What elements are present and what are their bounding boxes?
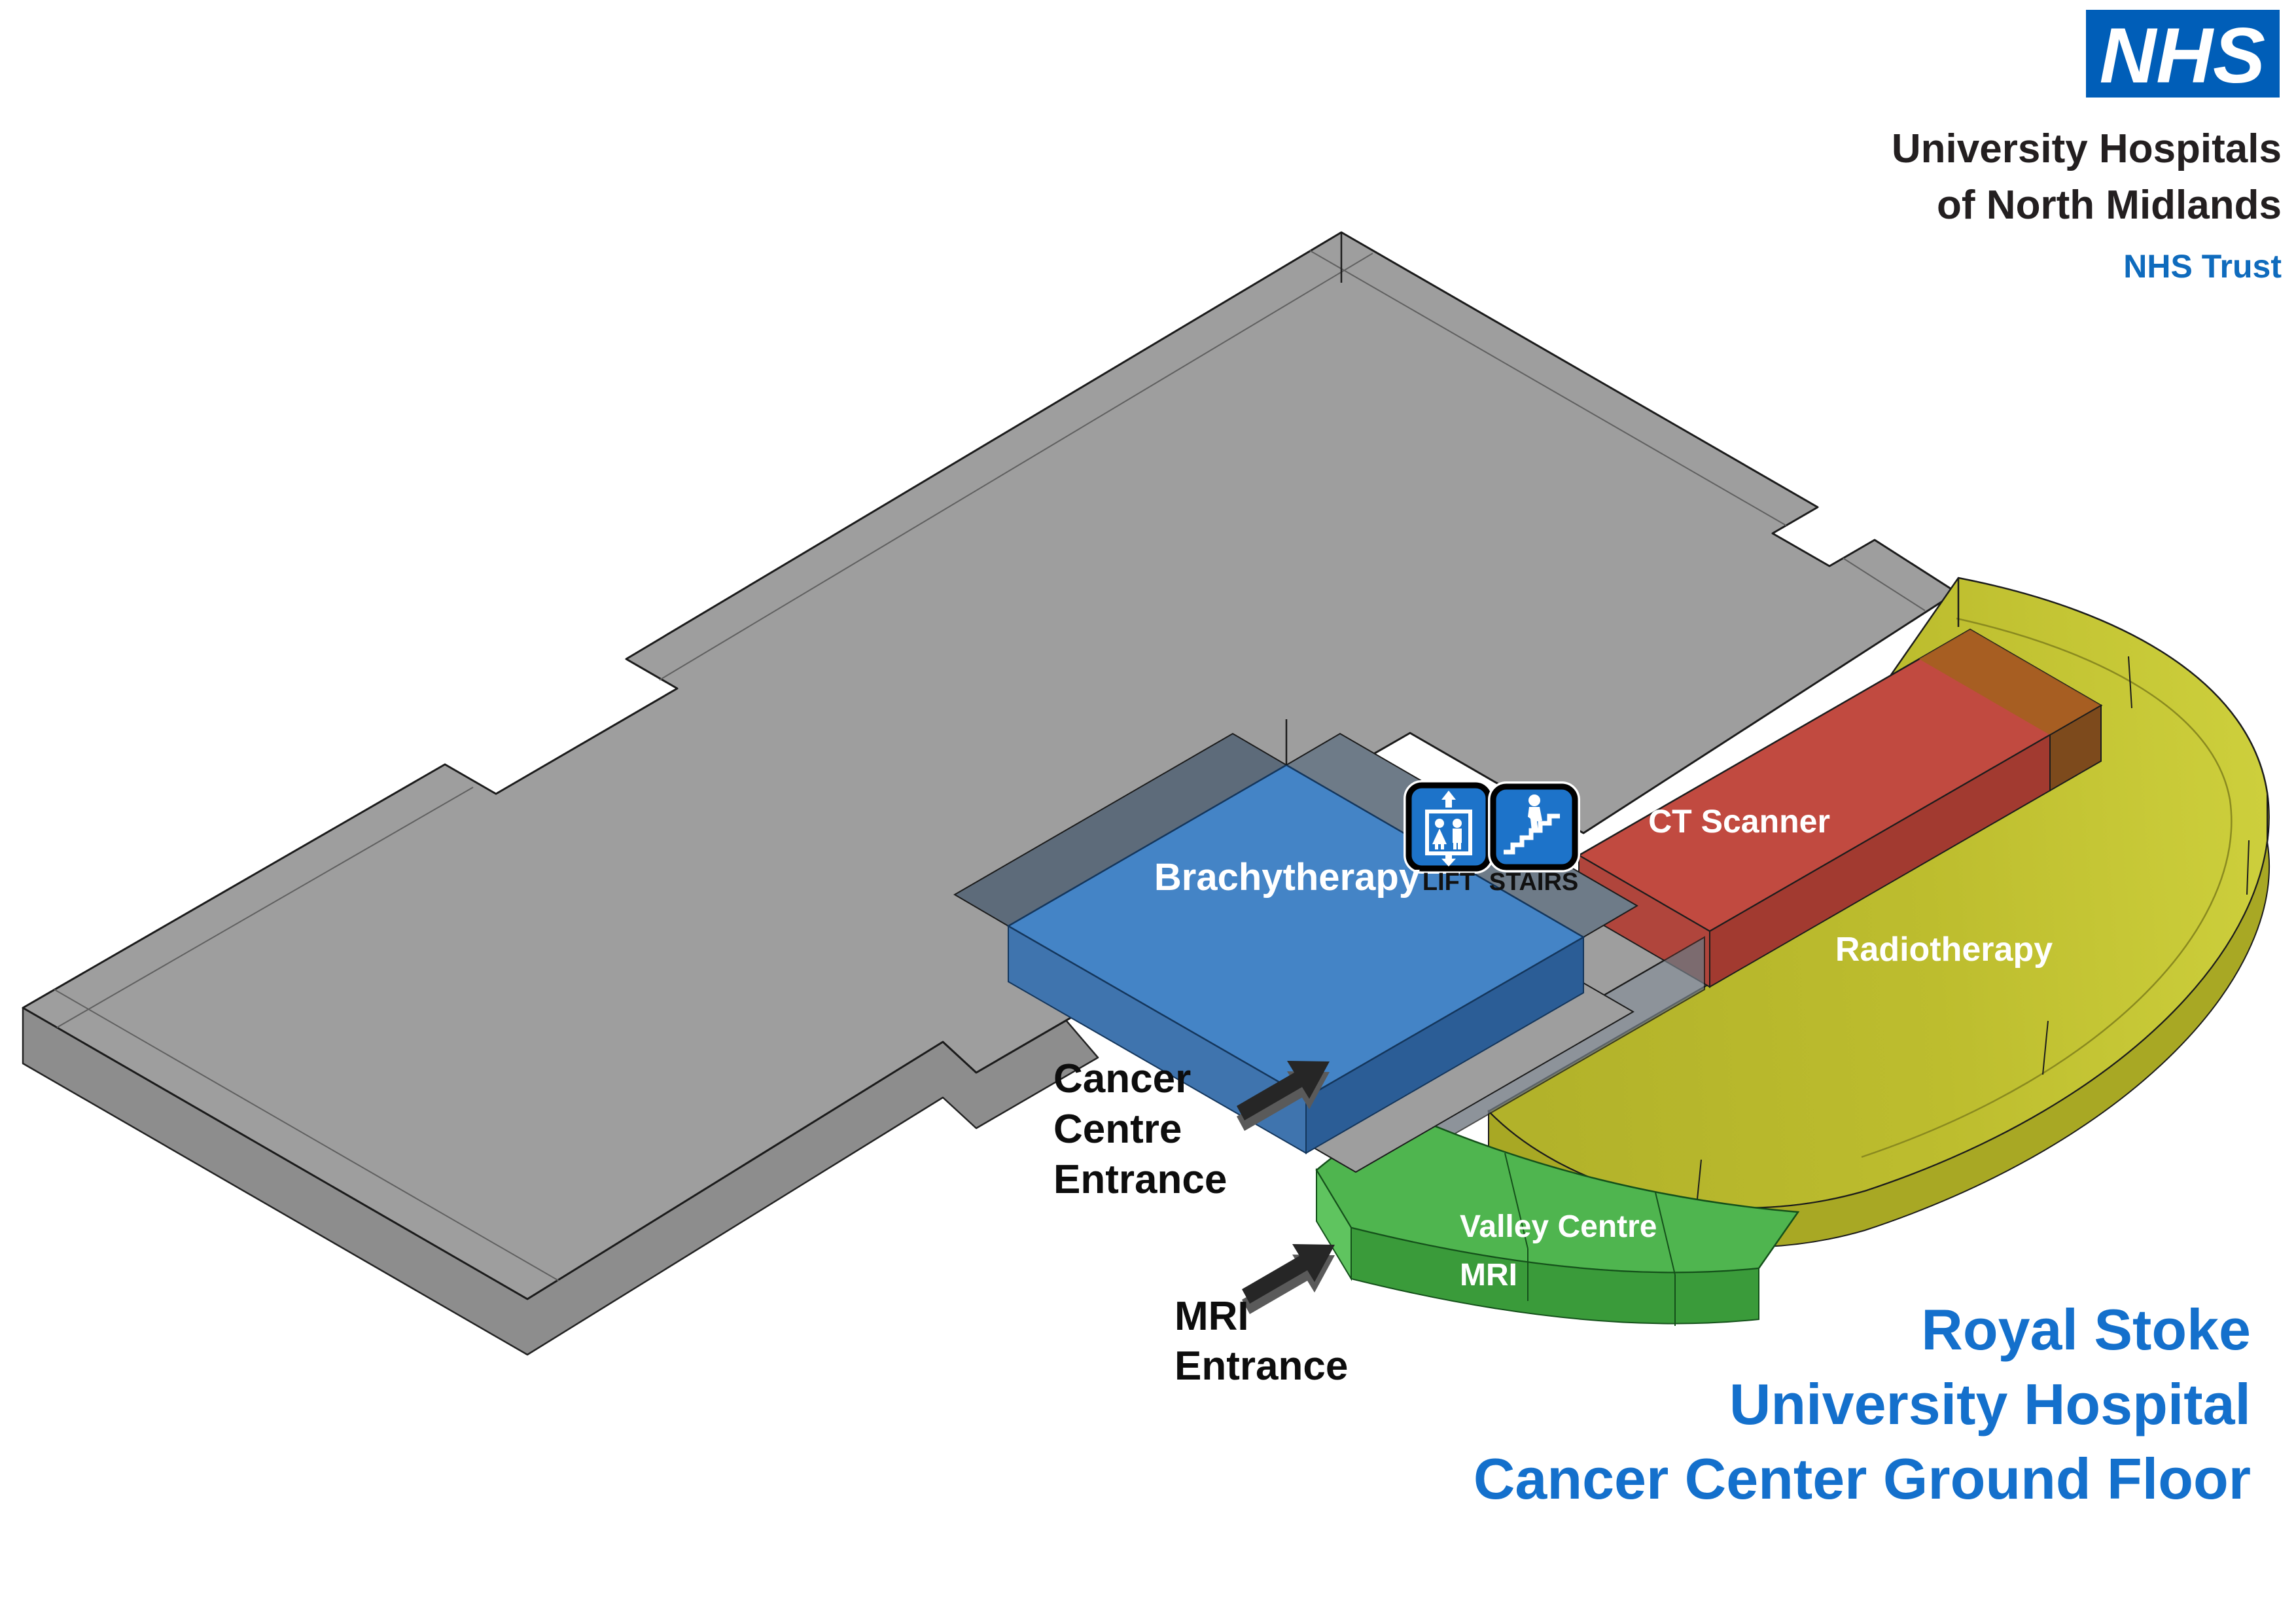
mri-front-wall	[1351, 1226, 1759, 1325]
title-line3: Cancer Center Ground Floor	[1474, 1446, 2251, 1511]
ct-scanner-label: CT Scanner	[1648, 803, 1830, 840]
stairs-sign	[1488, 781, 1580, 872]
cancer-entrance-arrow	[1237, 1061, 1330, 1131]
org-name-line1: University Hospitals	[1892, 126, 2282, 171]
lift-sign	[1404, 780, 1494, 874]
lift-pictogram	[1425, 791, 1472, 866]
stairs-label: STAIRS	[1489, 868, 1579, 896]
nhs-logo-block: NHS University Hospitals of North Midlan…	[1892, 10, 2282, 285]
lift-label: LIFT	[1422, 868, 1475, 896]
title-line1: Royal Stoke	[1921, 1297, 2251, 1362]
lift-up-arrow	[1441, 791, 1456, 808]
cancer-entrance-line3: Entrance	[1053, 1157, 1227, 1202]
nhs-logo-box	[2086, 10, 2280, 98]
stairs-pictogram	[1504, 794, 1560, 855]
ct-se-wall-tinted	[2049, 704, 2102, 792]
valley-centre-label: Valley Centre	[1460, 1209, 1657, 1244]
mri-left-end-wall	[1316, 1168, 1352, 1281]
nhs-trust-label: NHS Trust	[2123, 248, 2282, 285]
mri-entrance-line1: MRI	[1174, 1294, 1249, 1339]
cancer-entrance-label: Cancer Centre Entrance	[1053, 1056, 1227, 1202]
radiotherapy-parapet-line	[1861, 617, 2233, 1158]
ct-top-tinted	[1919, 630, 2101, 735]
page-title: Royal Stoke University Hospital Cancer C…	[1474, 1297, 2251, 1511]
building-slab	[22, 231, 1958, 1356]
title-line2: University Hospital	[1729, 1372, 2251, 1436]
mri-dividers	[1504, 1152, 1676, 1326]
cancer-entrance-line1: Cancer	[1053, 1056, 1191, 1101]
mri-entrance-arrow	[1242, 1244, 1335, 1314]
valley-mri-label: MRI	[1460, 1258, 1517, 1293]
brachytherapy-label: Brachytherapy	[1154, 856, 1420, 899]
org-name-line2: of North Midlands	[1937, 183, 2282, 228]
mri-entrance-line2: Entrance	[1174, 1344, 1348, 1389]
mri-entrance-label: MRI Entrance	[1174, 1294, 1348, 1389]
slab-top-face	[22, 231, 1958, 1300]
cancer-entrance-line2: Centre	[1053, 1107, 1182, 1152]
radiotherapy-rim-ticks	[1695, 656, 2250, 1213]
valley-centre-mri-room	[1315, 1112, 1800, 1326]
slab-parapet-lines	[54, 250, 1926, 1281]
lift-down-arrow	[1441, 855, 1456, 866]
radiotherapy-label: Radiotherapy	[1835, 931, 2053, 969]
nhs-logo-text: NHS	[2100, 12, 2265, 99]
